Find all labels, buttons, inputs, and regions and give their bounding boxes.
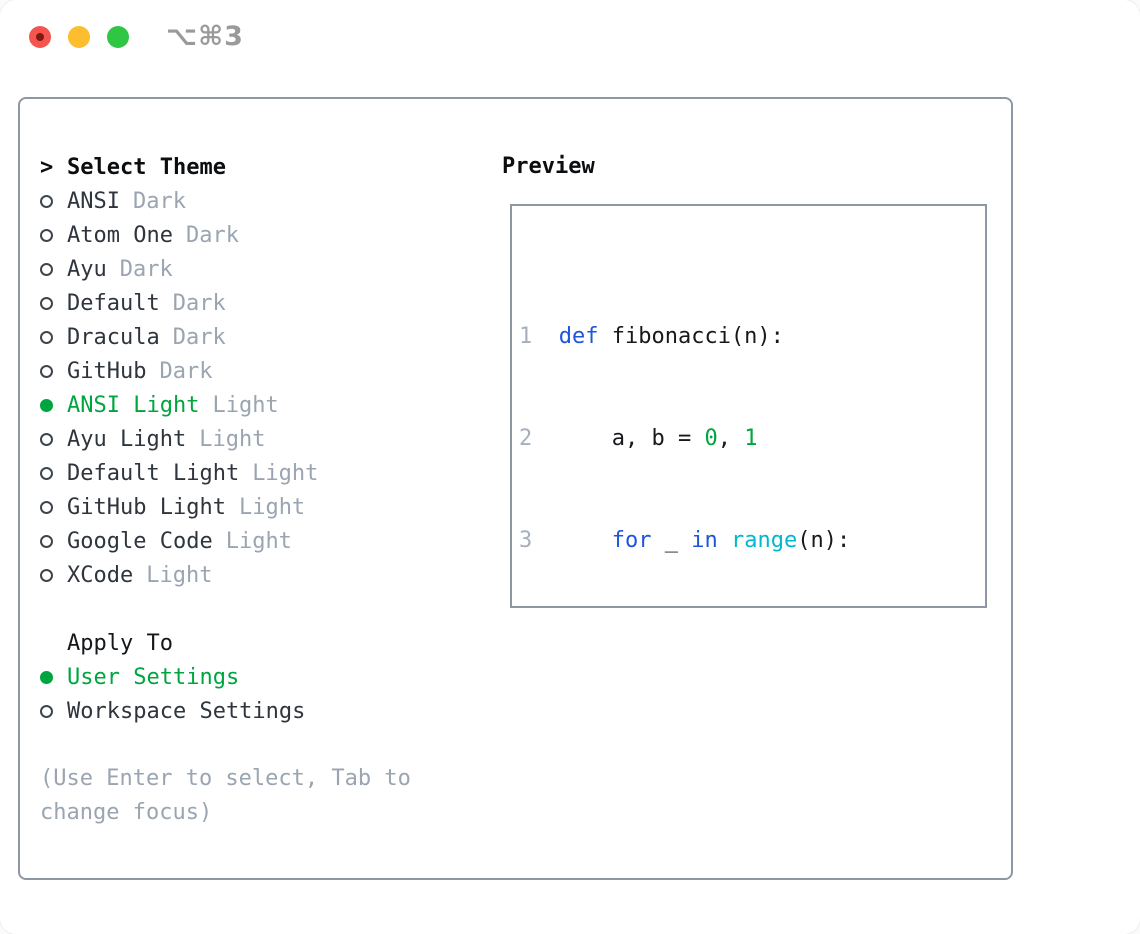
section-title: Apply To <box>67 630 173 656</box>
radio-icon <box>40 296 53 310</box>
apply-option-workspace-settings[interactable]: Workspace Settings <box>40 694 411 728</box>
radio-icon <box>40 262 53 276</box>
code-line: 2 a, b = 0, 1 <box>519 426 758 451</box>
radio-icon <box>40 534 53 548</box>
select-theme-header: > Select Theme <box>40 150 411 184</box>
apply-option-user-settings[interactable]: User Settings <box>40 660 411 694</box>
radio-selected-icon <box>40 670 53 684</box>
radio-icon <box>40 228 53 242</box>
radio-icon <box>40 466 53 480</box>
radio-icon <box>40 704 53 718</box>
preview-title: Preview <box>502 154 595 179</box>
spacer <box>40 728 411 762</box>
section-title: Select Theme <box>67 154 226 180</box>
radio-icon <box>40 500 53 514</box>
apply-to-header: Apply To <box>40 626 411 660</box>
radio-icon <box>40 568 53 582</box>
minimize-button[interactable] <box>68 26 90 48</box>
keyboard-hint-line1: (Use Enter to select, Tab to <box>40 766 411 791</box>
radio-icon <box>40 432 53 446</box>
code-line: 3 for _ in range(n): <box>519 528 851 553</box>
maximize-button[interactable] <box>107 26 129 48</box>
focus-caret-icon: > <box>40 154 54 180</box>
window-title: ⌥⌘3 <box>166 21 244 52</box>
radio-icon <box>40 364 53 378</box>
close-button[interactable] <box>29 26 51 48</box>
radio-icon <box>40 330 53 344</box>
radio-selected-icon <box>40 398 53 412</box>
titlebar: ⌥⌘3 <box>0 0 1140 74</box>
radio-icon <box>40 194 53 208</box>
keyboard-hint-line2: change focus) <box>40 800 213 825</box>
spacer <box>40 592 411 626</box>
